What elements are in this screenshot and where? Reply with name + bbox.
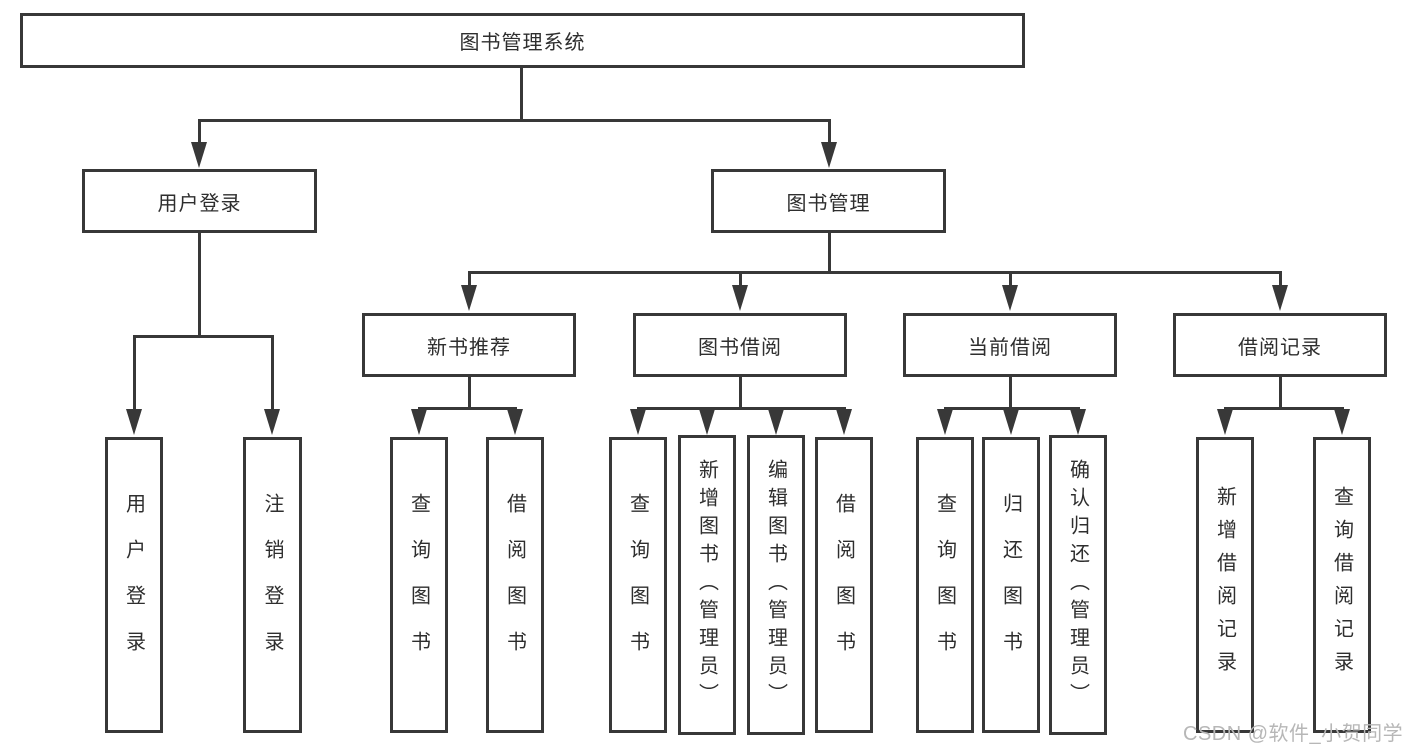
node-cb-return-books: 归还图书	[982, 437, 1040, 733]
node-label: 图书管理系统	[459, 32, 586, 54]
connector-line	[636, 407, 846, 410]
node-new-book-recommend: 新书推荐	[362, 313, 576, 377]
connector-line	[132, 335, 136, 411]
node-bb-add-books-admin: 新增图书（管理员）	[678, 435, 736, 735]
arrow-down-icon	[699, 409, 715, 435]
arrow-down-icon	[1272, 285, 1288, 311]
node-cb-query-books: 查询图书	[916, 437, 974, 733]
connector-line	[197, 119, 201, 145]
node-label: 当前借阅	[968, 336, 1052, 359]
node-label: 新增借阅记录	[1213, 486, 1236, 684]
node-bb-edit-books-admin: 编辑图书（管理员）	[747, 435, 805, 735]
connector-line	[1008, 271, 1012, 287]
node-label: 查询图书	[933, 493, 956, 677]
node-label: 借阅图书	[503, 493, 526, 677]
node-label: 新增图书（管理员）	[695, 459, 718, 711]
node-user-login: 用户登录	[82, 169, 317, 233]
node-bb-borrow-books: 借阅图书	[815, 437, 873, 733]
node-book-borrow: 图书借阅	[633, 313, 847, 377]
node-label: 图书借阅	[698, 336, 782, 359]
connector-line	[827, 233, 831, 274]
node-book-management: 图书管理	[711, 169, 946, 233]
arrow-down-icon	[937, 409, 953, 435]
node-label: 图书管理	[786, 192, 871, 215]
arrow-down-icon	[821, 142, 837, 168]
arrow-down-icon	[1002, 285, 1018, 311]
arrow-down-icon	[264, 409, 280, 435]
arrow-down-icon	[1070, 409, 1086, 435]
connector-line	[738, 377, 742, 410]
connector-line	[417, 407, 517, 410]
arrow-down-icon	[411, 409, 427, 435]
node-leaf-logout: 注销登录	[243, 437, 302, 733]
arrow-down-icon	[461, 285, 477, 311]
node-leaf-user-login: 用户登录	[105, 437, 163, 733]
arrow-down-icon	[191, 142, 207, 168]
arrow-down-icon	[1003, 409, 1019, 435]
node-label: 确认归还（管理员）	[1066, 459, 1089, 711]
connector-line	[738, 271, 742, 287]
connector-line	[197, 119, 831, 122]
arrow-down-icon	[1334, 409, 1350, 435]
node-label: 借阅记录	[1238, 336, 1322, 359]
node-library-system: 图书管理系统	[20, 13, 1025, 68]
csdn-watermark: CSDN @软件_小贺同学	[1183, 723, 1404, 745]
connector-line	[467, 271, 471, 287]
connector-line	[197, 233, 201, 338]
connector-line	[1223, 407, 1344, 410]
connector-line	[1008, 377, 1012, 410]
node-br-query-record: 查询借阅记录	[1313, 437, 1371, 733]
connector-line	[467, 271, 1282, 274]
arrow-down-icon	[126, 409, 142, 435]
node-label: 编辑图书（管理员）	[764, 459, 787, 711]
connector-line	[1278, 377, 1282, 410]
node-label: 新书推荐	[427, 336, 511, 359]
node-label: 查询借阅记录	[1330, 486, 1353, 684]
arrow-down-icon	[732, 285, 748, 311]
arrow-down-icon	[1217, 409, 1233, 435]
node-nbr-borrow-books: 借阅图书	[486, 437, 544, 733]
node-label: 借阅图书	[832, 493, 855, 677]
connector-line	[519, 68, 523, 119]
connector-line	[827, 119, 831, 145]
arrow-down-icon	[768, 409, 784, 435]
node-label: 注销登录	[261, 493, 283, 677]
connector-line	[132, 335, 274, 338]
arrow-down-icon	[836, 409, 852, 435]
arrow-down-icon	[507, 409, 523, 435]
node-bb-query-books: 查询图书	[609, 437, 667, 733]
node-label: 归还图书	[999, 493, 1022, 677]
node-nbr-query-books: 查询图书	[390, 437, 448, 733]
node-label: 用户登录	[122, 493, 145, 677]
arrow-down-icon	[630, 409, 646, 435]
connector-line	[943, 407, 1080, 410]
node-current-borrow: 当前借阅	[903, 313, 1117, 377]
node-label: 用户登录	[157, 192, 242, 215]
node-br-add-record: 新增借阅记录	[1196, 437, 1254, 733]
connector-line	[467, 377, 471, 410]
node-cb-confirm-return-admin: 确认归还（管理员）	[1049, 435, 1107, 735]
node-borrow-records: 借阅记录	[1173, 313, 1387, 377]
node-label: 查询图书	[407, 493, 430, 677]
node-label: 查询图书	[626, 493, 649, 677]
connector-line	[1278, 271, 1282, 287]
connector-line	[270, 335, 274, 411]
